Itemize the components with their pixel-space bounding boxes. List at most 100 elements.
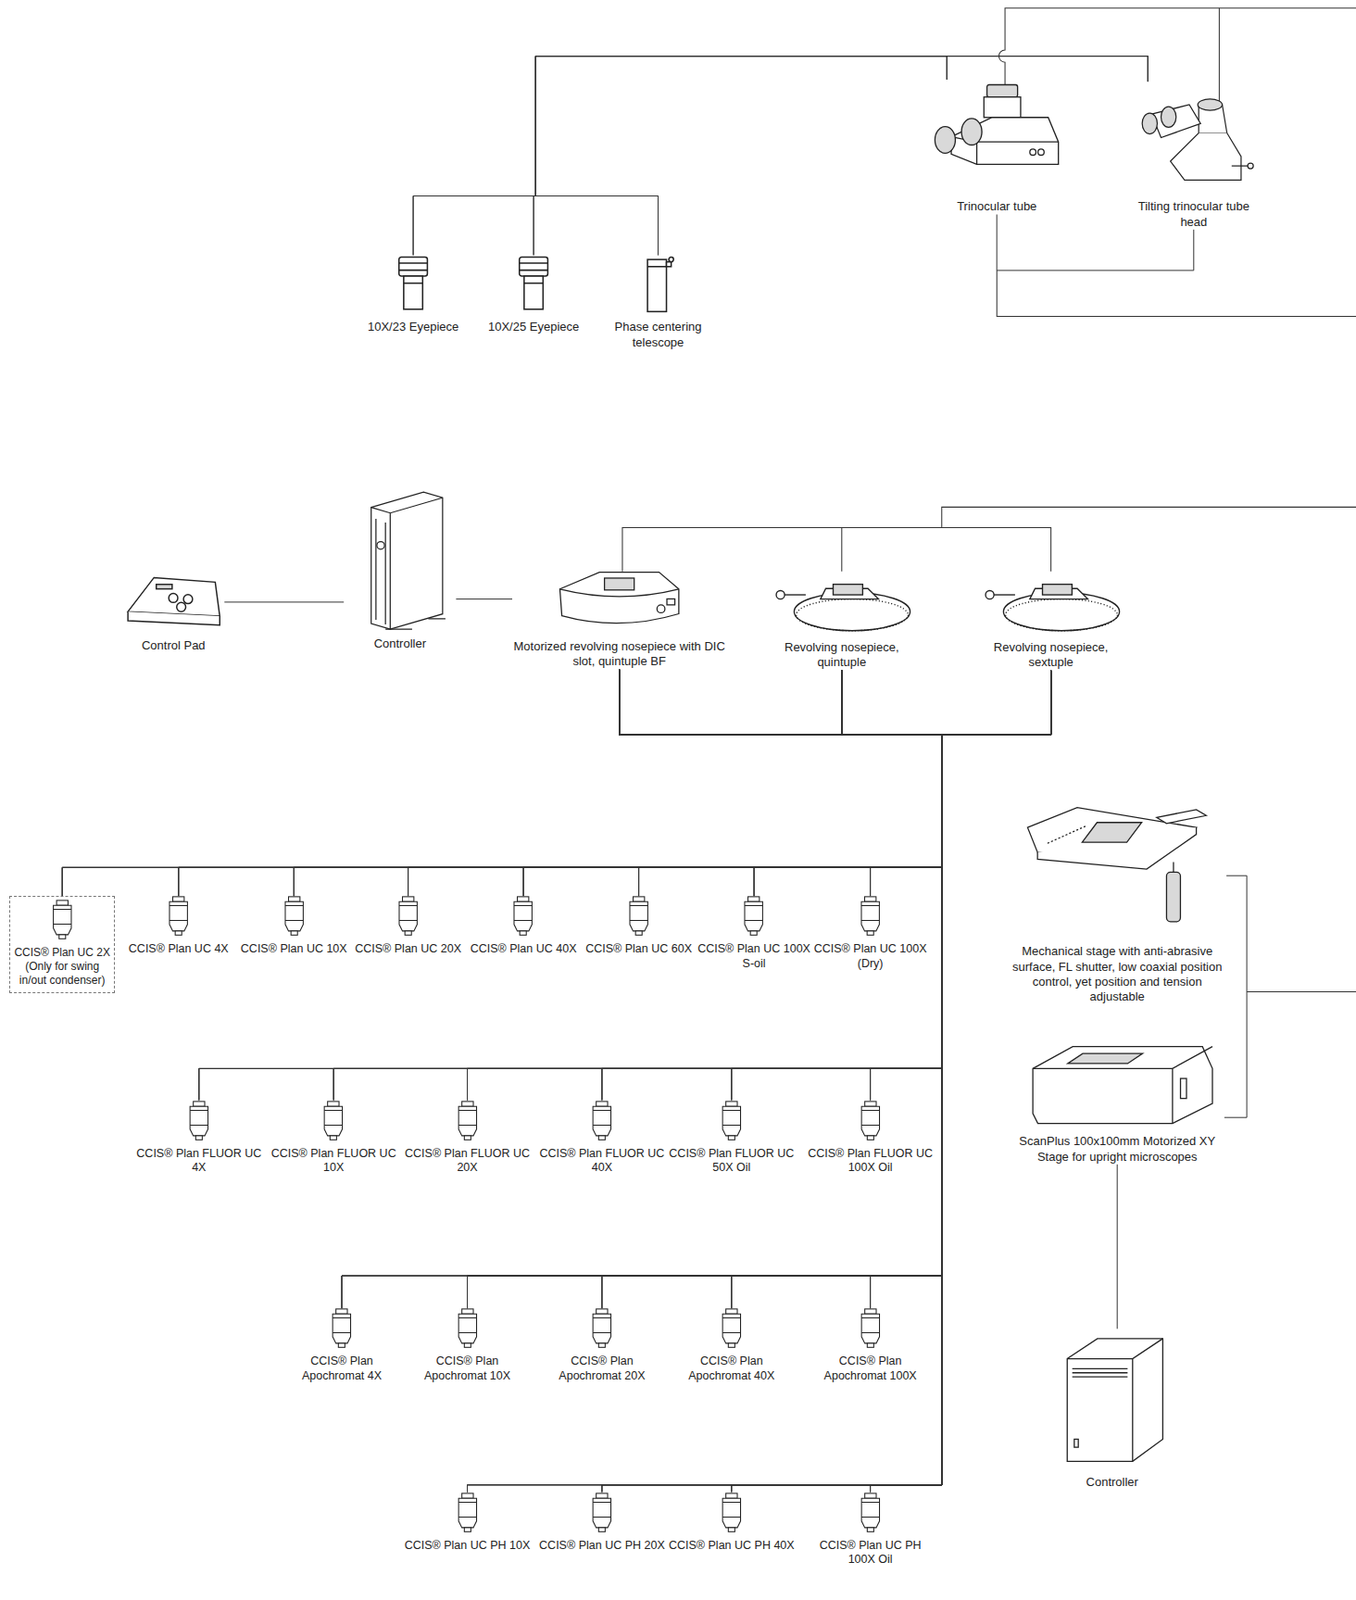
drawing-stroke: [864, 1100, 876, 1105]
drawing-stroke: [189, 1105, 208, 1136]
drawing-stroke: [991, 593, 1016, 595]
component-illustration: [581, 895, 696, 937]
component-node: CCIS® Plan UC 40X: [465, 895, 580, 957]
drawing-stroke: [986, 84, 1017, 97]
drawing-stroke: [514, 901, 532, 931]
drawing-stroke: [461, 1492, 473, 1497]
drawing-stroke: [864, 896, 876, 902]
drawing-stroke: [404, 930, 412, 935]
drawing-stroke: [665, 262, 671, 267]
drawing-stroke: [461, 1308, 473, 1314]
connector-line: [533, 56, 947, 256]
connector-line: [602, 669, 942, 1493]
component-illustration: [974, 571, 1128, 635]
component-node: CCIS® Plan UC PH 10X: [403, 1492, 532, 1554]
connector-line: [639, 670, 1052, 897]
connector-line: [413, 56, 947, 256]
component-illustration: [237, 895, 352, 937]
component-illustration: [667, 1492, 796, 1533]
connector-line: [523, 670, 1052, 897]
component-illustration: [362, 254, 465, 314]
connector-line: [841, 670, 942, 1493]
component-node: CCIS® Plan UC 10X: [237, 895, 352, 957]
component-illustration: [12, 899, 113, 941]
connector-line: [178, 670, 942, 897]
connector-line: [467, 670, 1052, 1308]
component-label: CCIS® Plan FLUOR UC 50X Oil: [667, 1146, 796, 1176]
component-illustration: [351, 895, 465, 937]
drawing-stroke: [592, 1501, 611, 1517]
component-illustration: [122, 563, 225, 633]
component-illustration: [806, 1100, 935, 1142]
drawing-stroke: [622, 8, 1356, 992]
drawing-stroke: [464, 1343, 471, 1347]
component-label: CCIS® Plan UC 60X: [581, 941, 696, 957]
offpage-line: [1246, 991, 1356, 992]
drawing-stroke: [722, 1318, 741, 1333]
drawing-stroke: [156, 584, 173, 590]
component-node: 10X/25 Eyepiece: [482, 254, 585, 335]
component-node: CCIS® Plan FLUOR UC 100X Oil: [806, 1100, 935, 1176]
drawing-stroke: [728, 1343, 735, 1347]
drawing-stroke: [668, 257, 674, 263]
drawing-stroke: [332, 1313, 351, 1344]
connector-line: [467, 670, 942, 1308]
drawing-stroke: [666, 599, 676, 605]
connector-line: [619, 669, 942, 1101]
offpage-line: [996, 270, 1356, 317]
component-illustration: [465, 895, 580, 937]
drawing-stroke: [866, 1343, 874, 1347]
drawing-stroke: [1160, 106, 1176, 127]
drawing-stroke: [1197, 99, 1222, 111]
connector-line: [1117, 1164, 1118, 1330]
component-illustration: [1132, 81, 1256, 194]
drawing-stroke: [176, 602, 187, 612]
drawing-stroke: [722, 1109, 741, 1125]
drawing-stroke: [195, 1134, 202, 1139]
drawing-stroke: [656, 604, 666, 614]
drawing-stroke: [1067, 1338, 1163, 1461]
component-illustration: [602, 254, 715, 314]
component-label: CCIS® Plan Apochromat 100X: [806, 1354, 935, 1383]
drawing-stroke: [861, 1318, 879, 1333]
drawing-stroke: [52, 904, 71, 935]
drawing-stroke: [401, 896, 414, 902]
drawing-stroke: [866, 1526, 874, 1531]
drawing-stroke: [782, 593, 806, 595]
component-node: Controller: [1051, 1328, 1174, 1490]
connector-line: [293, 670, 942, 897]
drawing-stroke: [524, 282, 543, 285]
drawing-stroke: [866, 1134, 874, 1139]
drawing-stroke: [833, 584, 864, 595]
component-node: CCIS® Plan UC 2X (Only for swing in/out …: [9, 895, 116, 993]
connector-line: [602, 669, 942, 1101]
component-node: Revolving nosepiece, quintuple: [765, 571, 918, 671]
drawing-stroke: [332, 1318, 351, 1333]
component-label: CCIS® Plan FLUOR UC 4X: [135, 1146, 264, 1176]
connector-line: [602, 670, 942, 1493]
component-node: CCIS® Plan FLUOR UC 50X Oil: [667, 1100, 796, 1176]
drawing-stroke: [861, 905, 879, 921]
connector-line: [293, 670, 1051, 897]
connector-line: [639, 670, 942, 897]
component-label: Mechanical stage with anti-abrasive surf…: [1007, 943, 1227, 1005]
drawing-stroke: [376, 517, 386, 624]
component-illustration: [482, 254, 585, 314]
drawing-stroke: [399, 257, 428, 277]
drawing-stroke: [403, 282, 423, 285]
drawing-stroke: [56, 900, 68, 905]
connector-line: [1224, 875, 1247, 1118]
drawing-stroke: [722, 1105, 741, 1136]
drawing-stroke: [864, 1492, 876, 1497]
component-illustration: [667, 1307, 796, 1349]
component-node: CCIS® Plan UC PH 100X Oil: [806, 1492, 935, 1568]
drawing-stroke: [961, 118, 982, 146]
drawing-stroke: [371, 497, 443, 629]
drawing-stroke: [596, 1308, 608, 1314]
connector-line: [602, 670, 1052, 1308]
drawing-stroke: [519, 263, 549, 271]
drawing-stroke: [338, 1343, 345, 1347]
connector-line: [533, 56, 1148, 256]
drawing-stroke: [1173, 862, 1175, 873]
component-illustration: [538, 1307, 666, 1349]
